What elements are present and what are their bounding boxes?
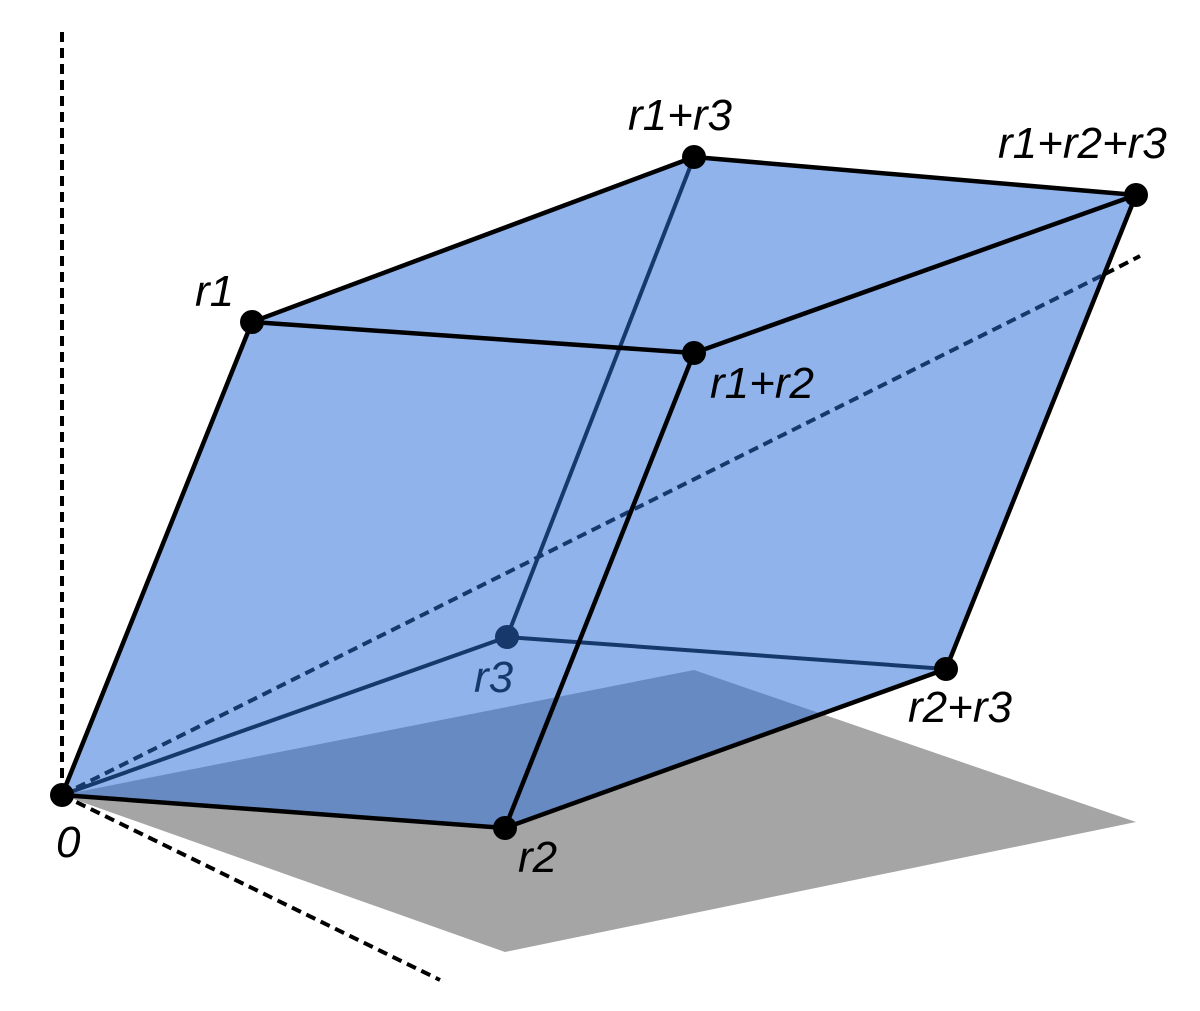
label-r3: r3	[474, 653, 514, 702]
edge-r1-r1r3	[251, 154, 695, 325]
lower-axis-dashed	[61, 793, 441, 982]
label-r1-r2-r3: r1+r2+r3	[998, 119, 1167, 168]
edge-0-r3	[61, 635, 508, 797]
label-r1-r3: r1+r3	[628, 91, 732, 140]
label-origin: 0	[56, 818, 81, 867]
vertex-r1-r2	[682, 341, 706, 365]
edge-r2-r2r3	[504, 666, 947, 831]
label-r2-r3: r2+r3	[908, 683, 1012, 732]
diagonal-axis-dashed-outside	[1104, 254, 1141, 276]
edge-0-r2	[61, 792, 506, 831]
vertex-r1	[240, 310, 264, 334]
label-r1: r1	[195, 267, 234, 316]
vertex-r1-r2-r3	[1124, 183, 1148, 207]
vertex-r1-r3	[682, 145, 706, 169]
vertex-origin	[50, 783, 74, 807]
edge-r1r2-r1r2r3	[693, 192, 1137, 356]
vertex-r2-r3	[934, 657, 958, 681]
edge-r1r3-r1r2r3	[693, 154, 1137, 198]
edge-r1-r1r2	[251, 319, 695, 356]
edge-r2r3-r1r2r3	[943, 194, 1139, 670]
vertex-r3	[495, 625, 519, 649]
shadow	[62, 670, 1136, 952]
parallelepiped-fill	[62, 157, 1136, 828]
edge-0-r1	[59, 321, 255, 796]
diagonal-axis-dashed	[61, 272, 1106, 797]
label-r2: r2	[518, 833, 557, 882]
edge-r2-r1r2	[502, 352, 697, 829]
label-r1-r2: r1+r2	[710, 359, 814, 408]
visible-edges	[59, 154, 1139, 831]
vertex-r2	[493, 816, 517, 840]
